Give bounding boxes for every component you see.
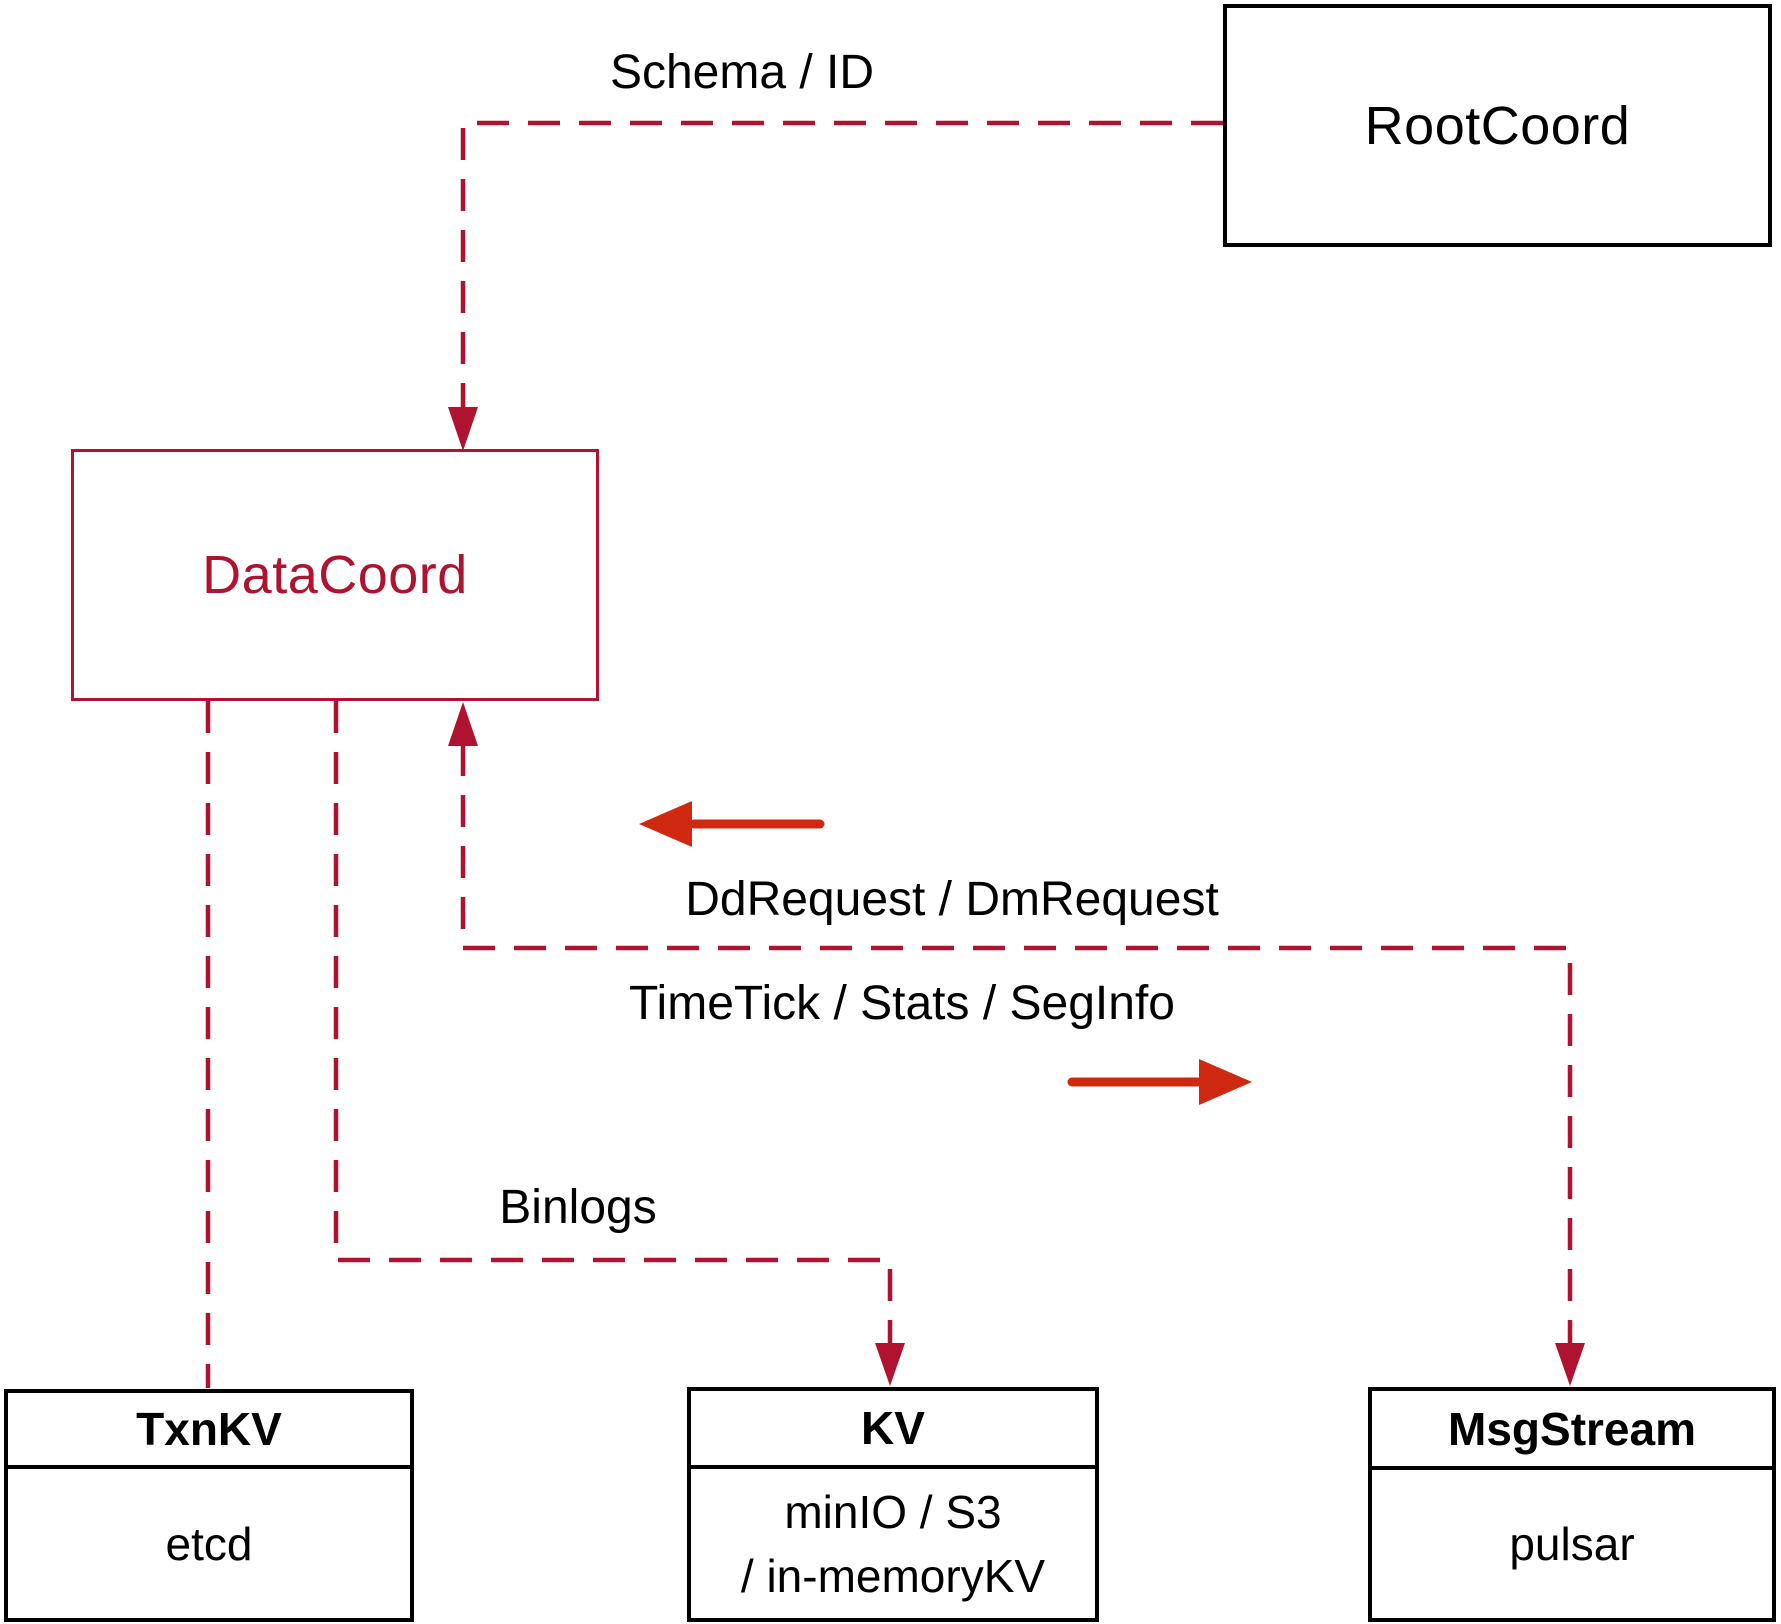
node-txnkv: TxnKV etcd bbox=[4, 1389, 414, 1622]
edge-label-ddrequest-dmrequest: DdRequest / DmRequest bbox=[685, 873, 1219, 926]
node-kv-body-line2: / in-memoryKV bbox=[740, 1549, 1046, 1602]
node-txnkv-body-text: etcd bbox=[165, 1517, 253, 1570]
node-msgstream-body-text: pulsar bbox=[1509, 1518, 1635, 1570]
edge-label-binlogs: Binlogs bbox=[499, 1181, 657, 1234]
edge-ddrequest-arrowhead-up bbox=[448, 702, 478, 746]
node-txnkv-header: TxnKV bbox=[8, 1393, 410, 1469]
edge-ddrequest-line bbox=[460, 744, 1573, 1345]
node-rootcoord: RootCoord bbox=[1223, 4, 1772, 247]
right-direction-arrow-head bbox=[1199, 1059, 1252, 1105]
edge-schema-id-line bbox=[460, 120, 1223, 408]
node-kv-body: minIO / S3 / in-memoryKV bbox=[691, 1469, 1095, 1618]
edge-label-timetick-stats-seginfo: TimeTick / Stats / SegInfo bbox=[629, 977, 1175, 1030]
left-direction-arrow-head bbox=[639, 801, 692, 847]
edge-label-schema-id: Schema / ID bbox=[609, 46, 875, 99]
node-kv-body-line1: minIO / S3 bbox=[784, 1485, 1002, 1538]
node-rootcoord-label: RootCoord bbox=[1364, 95, 1631, 156]
node-datacoord-label: DataCoord bbox=[202, 545, 468, 605]
edge-binlogs-line bbox=[333, 701, 893, 1345]
node-msgstream-header: MsgStream bbox=[1372, 1391, 1772, 1470]
node-msgstream: MsgStream pulsar bbox=[1368, 1387, 1776, 1622]
node-txnkv-body: etcd bbox=[8, 1469, 410, 1618]
node-datacoord: DataCoord bbox=[71, 449, 599, 701]
edge-schema-id-arrowhead bbox=[448, 407, 478, 451]
node-msgstream-body: pulsar bbox=[1372, 1470, 1772, 1618]
node-kv-header: KV bbox=[691, 1391, 1095, 1469]
node-kv: KV minIO / S3 / in-memoryKV bbox=[687, 1387, 1099, 1622]
edge-ddrequest-arrowhead-down bbox=[1555, 1343, 1585, 1386]
edge-binlogs-arrowhead bbox=[875, 1343, 905, 1386]
